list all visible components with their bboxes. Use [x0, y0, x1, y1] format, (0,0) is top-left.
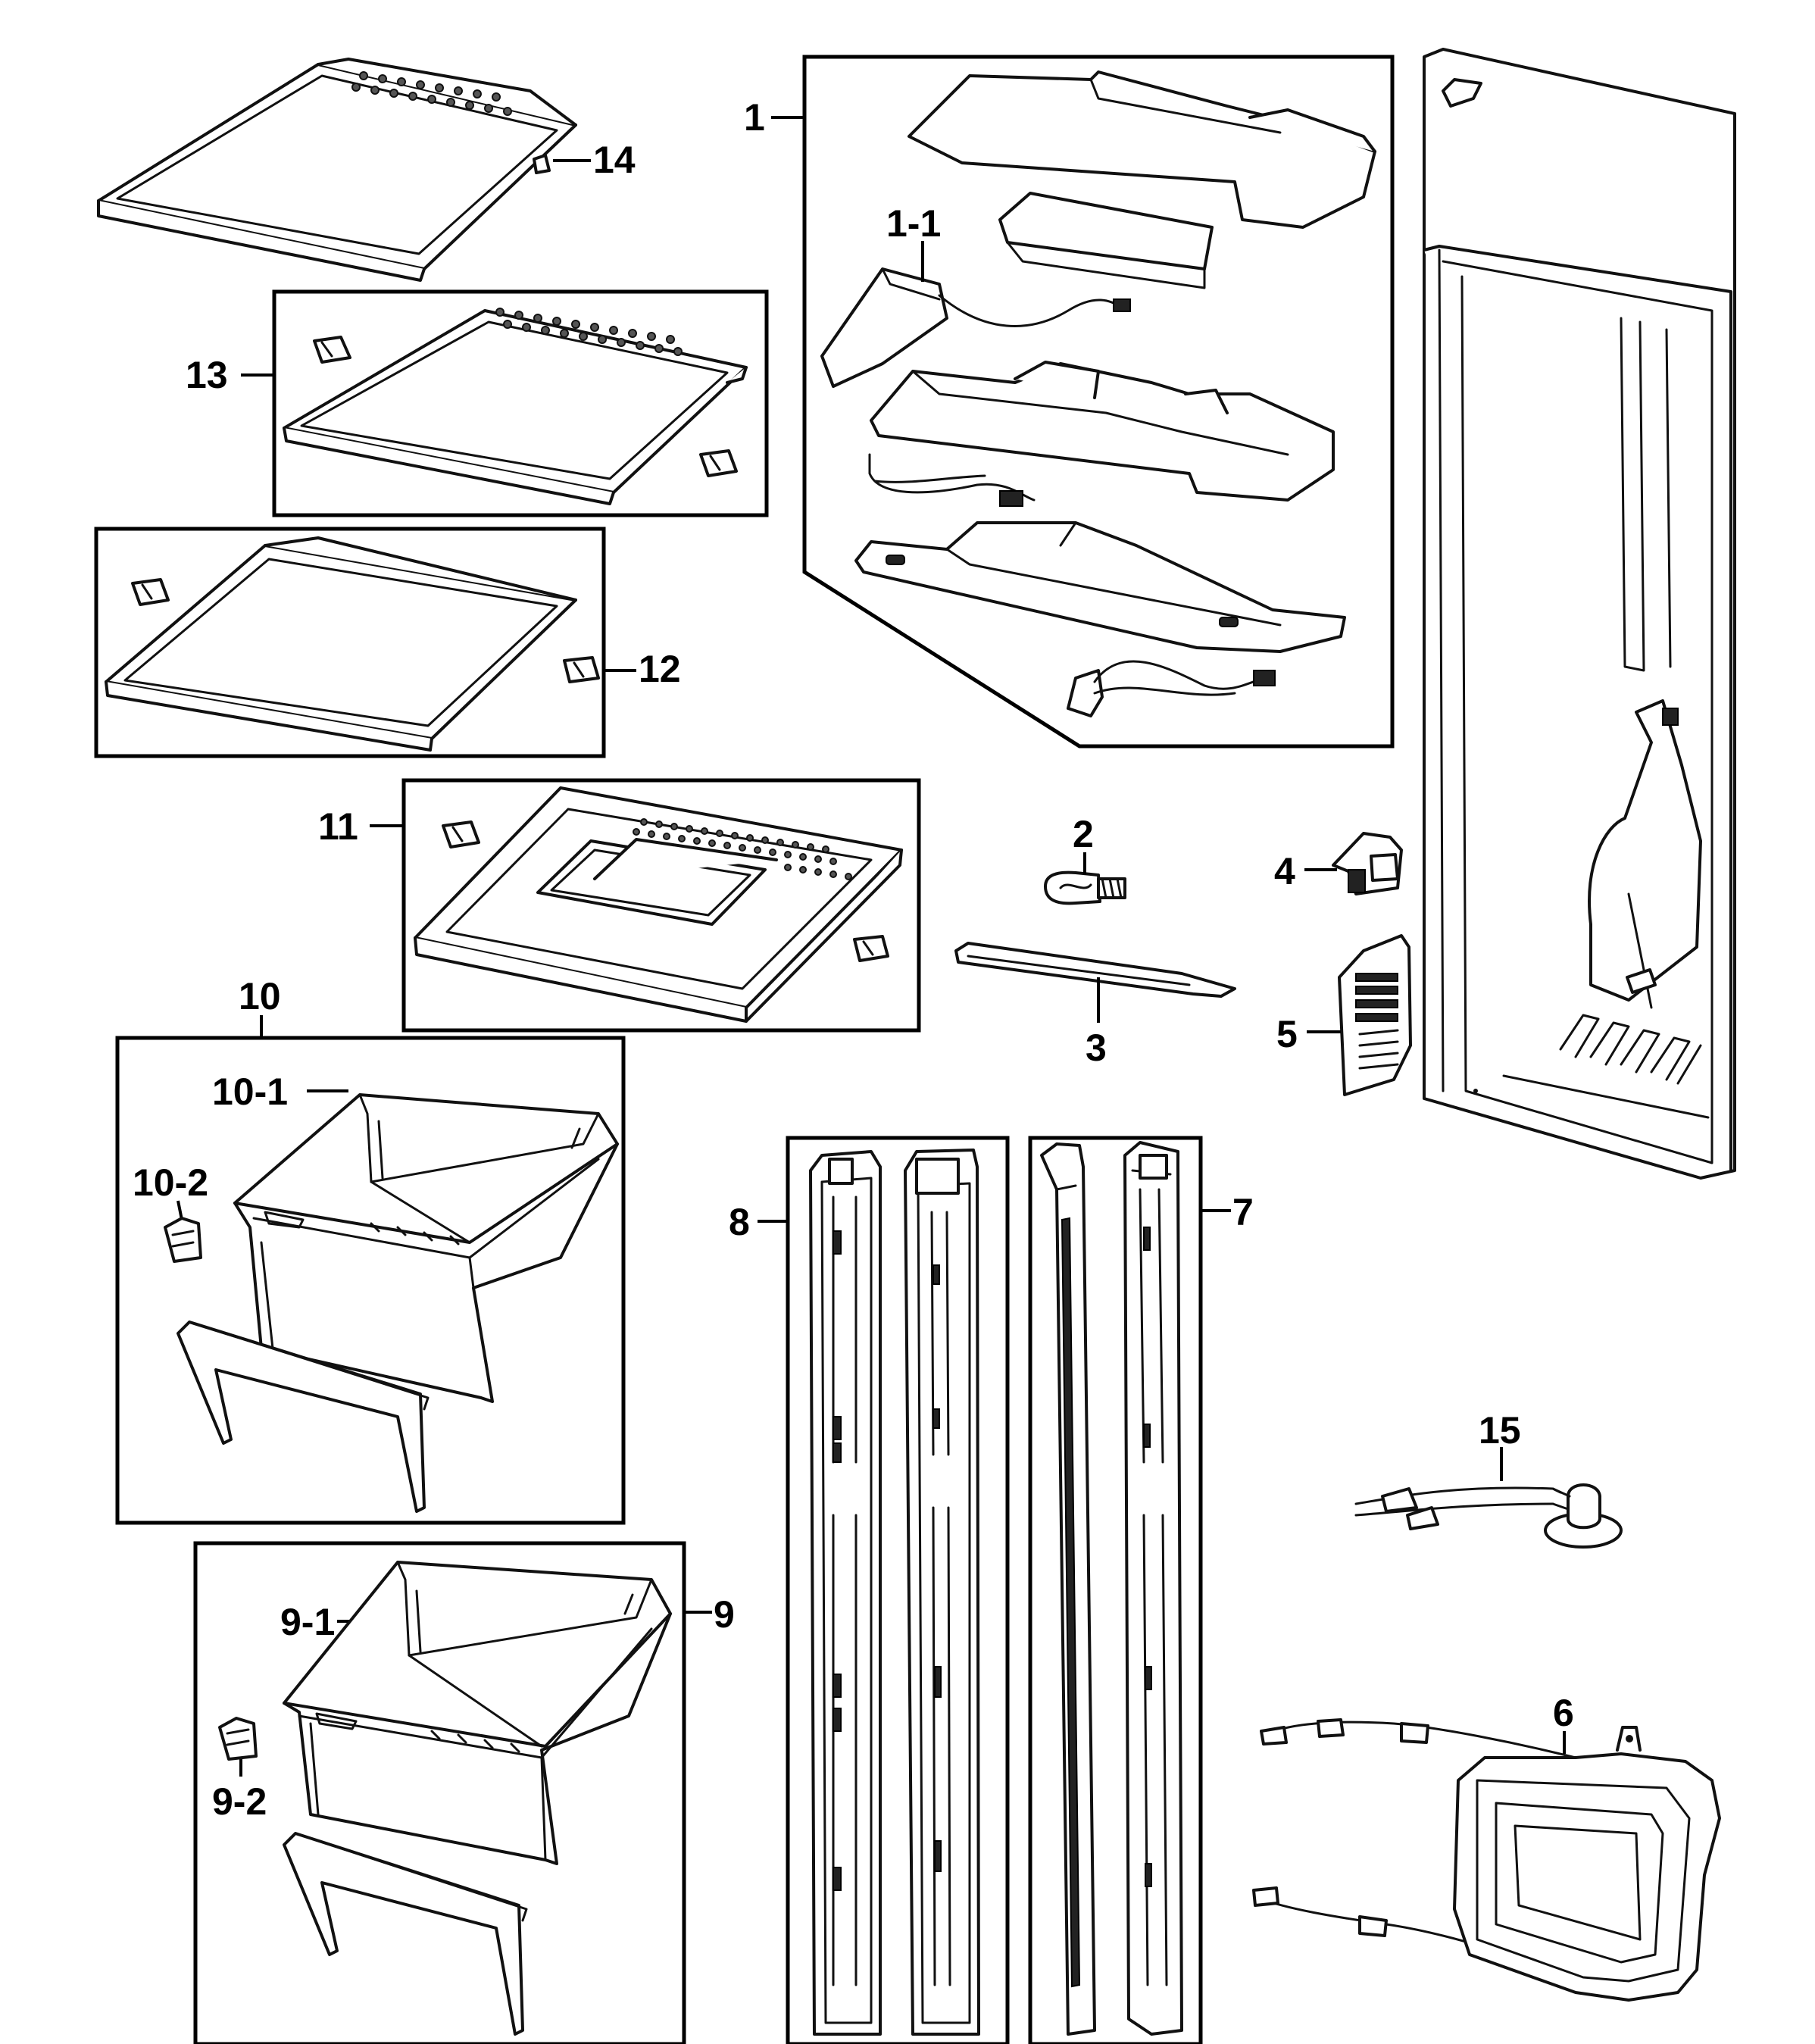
part-13-clip-right[interactable] — [699, 449, 738, 477]
callout-2: 2 — [1073, 813, 1094, 855]
part-10-drawer-front-frame[interactable] — [177, 1320, 430, 1513]
group-box-11 — [401, 778, 921, 1033]
part-1-sensor-harness[interactable] — [1067, 660, 1276, 717]
group-box-7 — [1028, 1136, 1203, 2044]
part-1-1-switch-harness[interactable] — [820, 267, 1131, 388]
callout-9: 9 — [714, 1593, 735, 1636]
part-10-1-crisper-drawer[interactable] — [233, 1093, 619, 1403]
part-1-housing-middle[interactable] — [870, 361, 1335, 502]
part-11-clip-left[interactable] — [442, 820, 480, 849]
part-4-door-switch[interactable] — [1332, 832, 1403, 895]
group-box-10 — [115, 1036, 626, 1525]
callout-11: 11 — [318, 805, 358, 848]
part-15-sensor[interactable] — [1354, 1483, 1623, 1549]
group-box-1 — [802, 55, 1395, 749]
part-12-shelf[interactable] — [105, 536, 577, 752]
part-3-lamp-cover[interactable] — [954, 942, 1236, 998]
callout-9-1: 9-1 — [280, 1601, 335, 1643]
callout-10-2: 10-2 — [133, 1161, 208, 1204]
part-1-housing-top[interactable] — [908, 70, 1376, 229]
part-12-clip-right[interactable] — [563, 656, 600, 683]
part-1-base-bracket[interactable] — [854, 521, 1346, 653]
part-11-crisper-cover[interactable] — [414, 786, 903, 1023]
callout-13: 13 — [186, 354, 228, 396]
part-12-clip-left[interactable] — [131, 578, 170, 606]
part-8-guide-left[interactable] — [809, 1150, 882, 2036]
callout-4: 4 — [1274, 850, 1295, 892]
part-9-2-clip[interactable] — [218, 1717, 258, 1761]
group-box-8 — [786, 1136, 1010, 2044]
part-9-1-crisper-drawer[interactable] — [283, 1561, 672, 1865]
callout-7: 7 — [1232, 1191, 1254, 1233]
callout-10: 10 — [239, 975, 281, 1017]
part-10-2-clip[interactable] — [164, 1217, 202, 1263]
callout-15: 15 — [1479, 1409, 1521, 1452]
part-14-shelf[interactable] — [97, 58, 577, 282]
part-7-guide-left[interactable] — [1040, 1142, 1096, 2036]
part-9-drawer-front-frame[interactable] — [283, 1832, 528, 2036]
refrigerator-cabinet — [1423, 48, 1736, 1180]
part-13-shelf[interactable] — [283, 308, 748, 505]
callout-14: 14 — [593, 139, 636, 181]
part-5-vent-grille[interactable] — [1338, 934, 1412, 1096]
callout-9-2: 9-2 — [212, 1780, 267, 1823]
part-1-cover[interactable] — [998, 192, 1214, 289]
callout-1-1: 1-1 — [886, 202, 941, 245]
callout-3: 3 — [1086, 1027, 1107, 1069]
callout-6: 6 — [1553, 1692, 1574, 1734]
part-6-heater[interactable] — [1252, 1718, 1721, 2002]
part-1-harness[interactable] — [868, 453, 1036, 507]
part-7-guide-right[interactable] — [1123, 1141, 1183, 2036]
group-box-13 — [272, 289, 769, 517]
part-2-lamp-bulb[interactable] — [1044, 870, 1126, 905]
callout-1: 1 — [744, 96, 765, 139]
part-11-clip-right[interactable] — [853, 935, 889, 962]
callout-5: 5 — [1276, 1013, 1298, 1055]
part-13-clip-left[interactable] — [313, 336, 351, 364]
callout-8: 8 — [729, 1201, 750, 1243]
callout-12: 12 — [639, 648, 681, 690]
callout-10-1: 10-1 — [212, 1070, 288, 1113]
part-8-guide-right[interactable] — [904, 1149, 980, 2036]
group-box-12 — [94, 527, 606, 758]
group-box-9 — [193, 1541, 686, 2044]
